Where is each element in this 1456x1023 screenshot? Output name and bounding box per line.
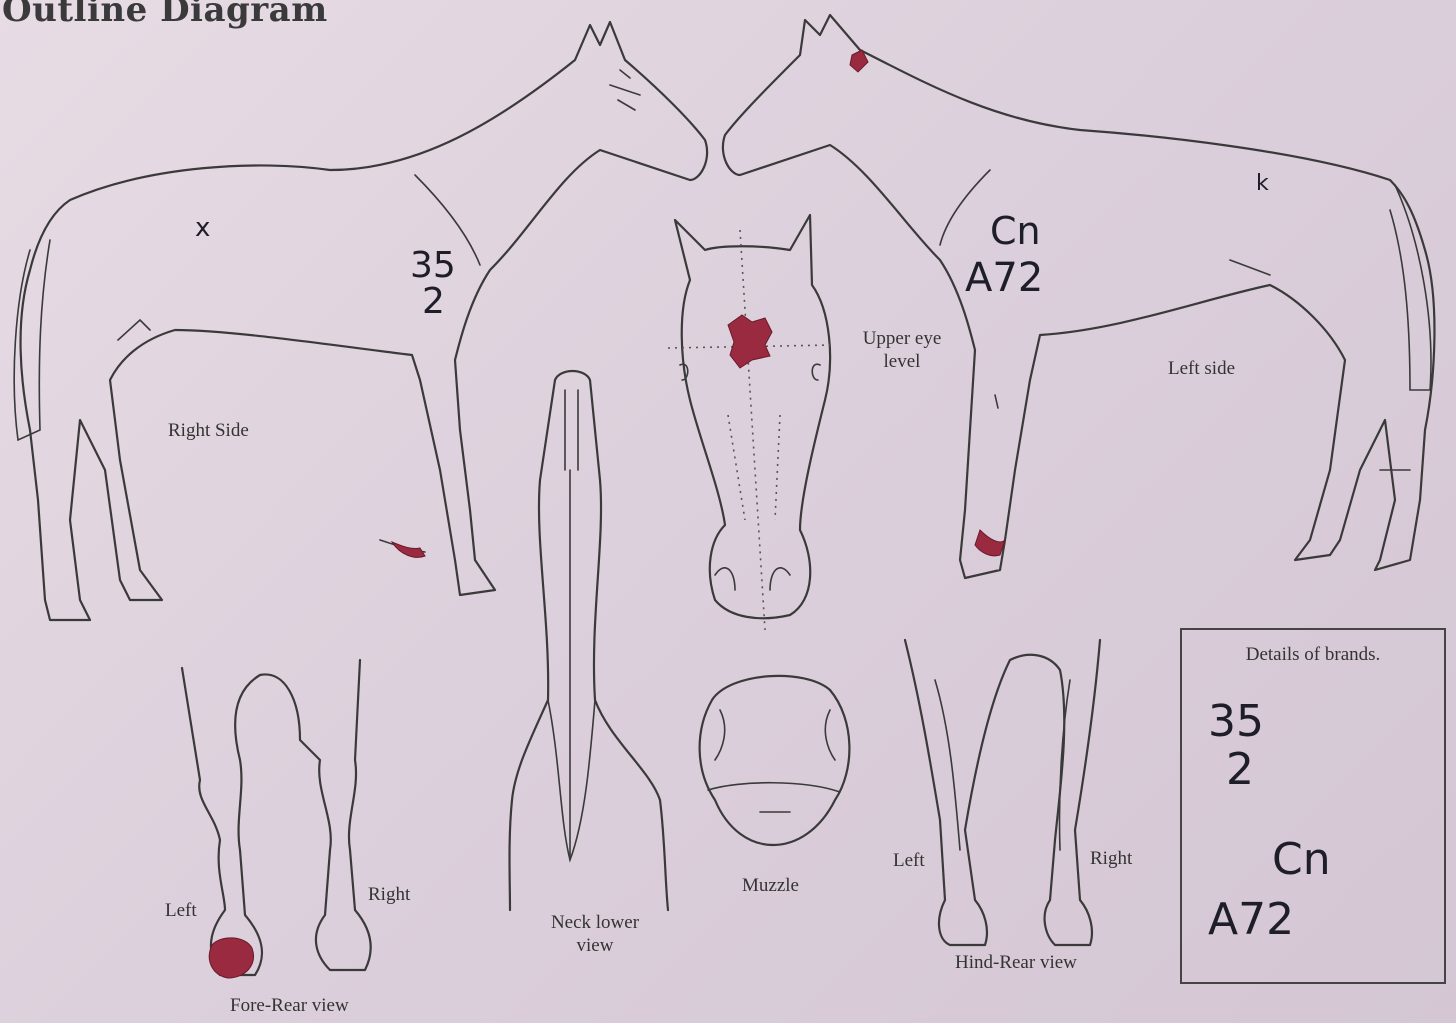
right-side-brand-line2: 2 (422, 284, 445, 320)
left-side-horse-outline (723, 15, 1435, 578)
brand2-line2: A72 (1208, 898, 1294, 942)
brand-details-heading: Details of brands. (1182, 644, 1444, 666)
horse-face-front-outline (668, 215, 835, 630)
left-side-brand-line1: Cn (990, 212, 1041, 250)
brand1-line1: 35 (1208, 700, 1264, 744)
fore-left-label: Left (165, 900, 197, 923)
neck-lower-view-label: Neck lower view (540, 912, 650, 958)
brand1-line2: 2 (1226, 748, 1254, 792)
right-side-horse-outline (14, 22, 707, 620)
diagram-title: Outline Diagram (2, 0, 328, 30)
right-side-brand-line1: 35 (410, 248, 456, 284)
hind-rear-view-outline (905, 640, 1100, 945)
left-side-mark: k (1256, 173, 1269, 195)
brand2-line1: Cn (1272, 838, 1331, 882)
right-side-label: Right Side (168, 420, 249, 443)
left-side-label: Left side (1168, 358, 1235, 381)
muzzle-outline (700, 676, 850, 845)
neck-lower-view-outline (510, 371, 669, 910)
fore-rear-view-label: Fore-Rear view (230, 995, 349, 1018)
left-side-brand-line2: A72 (965, 258, 1043, 298)
hind-right-label: Right (1090, 848, 1132, 871)
fore-right-label: Right (368, 884, 410, 907)
right-side-mark: x (195, 215, 210, 241)
upper-eye-level-label: Upper eye level (852, 328, 952, 374)
hind-rear-view-label: Hind-Rear view (955, 952, 1077, 975)
muzzle-label: Muzzle (742, 875, 799, 898)
hind-left-label: Left (893, 850, 925, 873)
brand-details-box: Details of brands. 35 2 Cn A72 (1180, 628, 1446, 984)
fore-rear-view-outline (182, 660, 371, 978)
